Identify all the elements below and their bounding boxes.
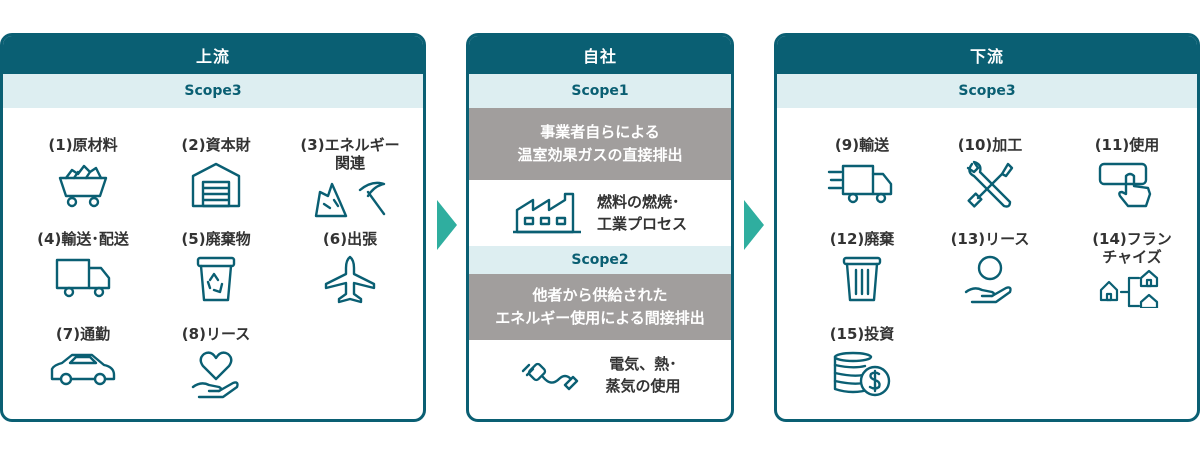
item-waste: (5)廃棄物: [156, 230, 276, 304]
scope2-item-line1: 電気、熱･: [609, 355, 677, 373]
flow-arrow-2: [744, 200, 764, 250]
item-label: (11)使用: [1094, 136, 1160, 154]
item-energy-related: (3)エネルギー 関連: [285, 136, 415, 218]
item-label: (7)通勤: [55, 325, 111, 343]
coins-dollar-icon: [833, 351, 891, 397]
company-title: 自社: [469, 36, 731, 74]
item-label: (14)フラン: [1092, 230, 1172, 248]
car-icon: [50, 353, 116, 386]
scope1-label: Scope1: [469, 74, 731, 108]
item-downstream-transport: (9)輸送: [802, 136, 922, 206]
item-processing: (10)加工: [930, 136, 1050, 210]
scope2-desc-line2: エネルギー使用による間接排出: [495, 309, 705, 327]
item-business-travel: (6)出張: [285, 230, 415, 304]
item-commuting: (7)通勤: [23, 325, 143, 389]
airplane-icon: [324, 255, 376, 304]
upstream-panel: 上流 Scope3 (1)原材料 (2)資本財 (3)エネルギー 関連: [0, 33, 426, 422]
item-label: (10)加工: [957, 136, 1023, 154]
fast-truck-icon: [827, 164, 893, 204]
item-label: (13)リース: [950, 230, 1030, 248]
item-investment: (15)投資: [802, 325, 922, 399]
downstream-panel: 下流 Scope3 (9)輸送 (10)加工 (11)使用 (12)廃棄: [774, 33, 1200, 422]
scope1-item-line1: 燃料の燃焼･: [596, 193, 680, 211]
scope1-desc-line2: 温室効果ガスの直接排出: [517, 146, 683, 164]
franchise-houses-icon: [1099, 269, 1159, 308]
item-lease: (8)リース: [156, 325, 276, 399]
downstream-title: 下流: [777, 36, 1197, 74]
item-label: (1)原材料: [48, 136, 118, 154]
item-label: (8)リース: [181, 325, 251, 343]
flow-arrow-1: [437, 200, 457, 250]
item-label: (6)出張: [322, 230, 378, 248]
scope2-desc-line1: 他者から供給された: [532, 286, 668, 304]
downstream-scope-label: Scope3: [777, 74, 1197, 108]
item-raw-materials: (1)原材料: [23, 136, 143, 208]
upstream-scope-label: Scope3: [3, 74, 423, 108]
company-panel: 自社 Scope1 事業者自らによる 温室効果ガスの直接排出 燃料の燃焼･ 工業…: [466, 33, 734, 422]
item-label: (12)廃棄: [829, 230, 895, 248]
item-label-line2: チャイズ: [1102, 248, 1162, 266]
hand-pointer-icon: [1098, 162, 1152, 208]
mining-icon: [314, 181, 386, 218]
scope2-description: 他者から供給された エネルギー使用による間接排出: [469, 274, 731, 340]
plug-icon: [522, 362, 579, 391]
item-use: (11)使用: [1067, 136, 1187, 210]
scope1-item-line2: 工業プロセス: [596, 215, 687, 233]
item-label: (15)投資: [829, 325, 895, 343]
scope1-desc-line1: 事業者自らによる: [540, 123, 660, 141]
item-label: (3)エネルギー: [300, 136, 400, 154]
item-label: (2)資本財: [181, 136, 251, 154]
item-label: (4)輸送･配送: [37, 230, 129, 248]
item-label: (9)輸送: [834, 136, 890, 154]
upstream-title: 上流: [3, 36, 423, 74]
scope2-item: 電気、熱･ 蒸気の使用: [469, 340, 731, 410]
trash-bin-icon: [842, 256, 882, 302]
warehouse-icon: [191, 162, 241, 208]
scope1-description: 事業者自らによる 温室効果ガスの直接排出: [469, 108, 731, 180]
ore-cart-icon: [58, 164, 108, 208]
scope2-label: Scope2: [469, 246, 731, 274]
hand-coin-icon: [964, 255, 1012, 304]
item-downstream-lease: (13)リース: [930, 230, 1050, 304]
factory-icon: [512, 192, 581, 234]
item-capital-goods: (2)資本財: [156, 136, 276, 208]
heart-hand-icon: [191, 351, 239, 399]
scope1-item: 燃料の燃焼･ 工業プロセス: [469, 180, 731, 246]
item-transport-distribution: (4)輸送･配送: [18, 230, 148, 300]
item-label-line2: 関連: [334, 154, 365, 172]
wrench-screwdriver-icon: [966, 160, 1014, 208]
item-franchise: (14)フラン チャイズ: [1067, 230, 1197, 308]
scope2-item-line2: 蒸気の使用: [605, 377, 681, 395]
item-disposal: (12)廃棄: [802, 230, 922, 304]
truck-icon: [55, 258, 111, 298]
item-label: (5)廃棄物: [181, 230, 251, 248]
recycle-bin-icon: [196, 256, 236, 302]
